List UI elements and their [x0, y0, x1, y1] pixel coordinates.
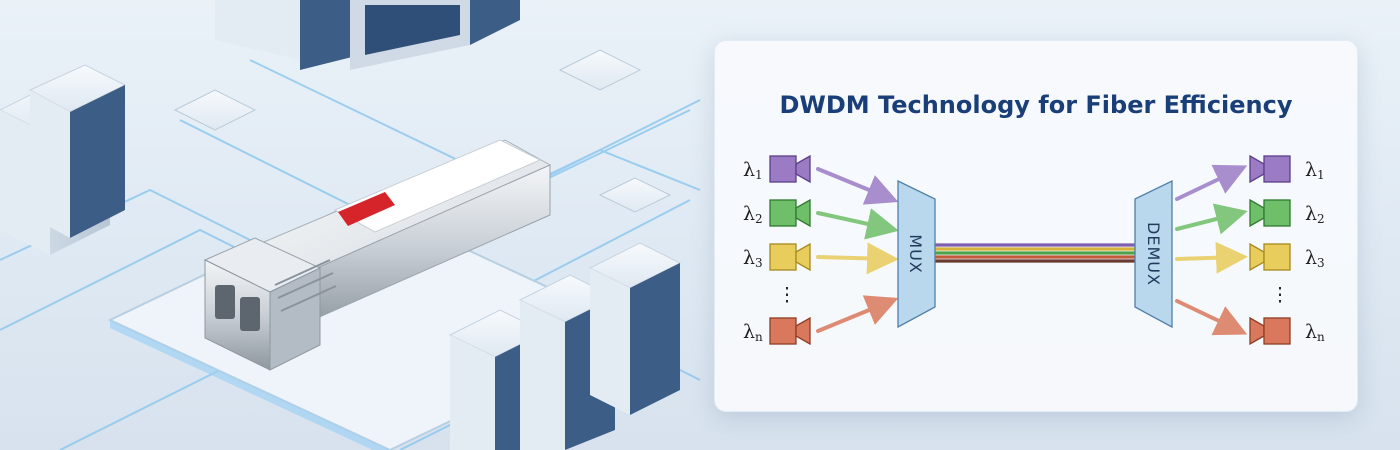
input-laser-3 [769, 242, 811, 272]
output-ellipsis: ⋮ [1271, 284, 1290, 306]
fiber-bundle [935, 243, 1135, 263]
demux-block: DEMUX [1134, 179, 1173, 329]
dwdm-diagram-panel: DWDM Technology for Fiber Efficiency MUX… [714, 40, 1358, 412]
output-detector-3 [1249, 242, 1291, 272]
input-lasers [769, 154, 811, 346]
diagram-title: DWDM Technology for Fiber Efficiency [779, 91, 1293, 119]
input-ellipsis: ⋮ [778, 284, 797, 306]
network-nodes [173, 49, 672, 213]
input-wavelength-n: λn [743, 321, 763, 344]
mux-block: MUX [897, 179, 936, 329]
output-wavelength-n: λn [1305, 321, 1325, 344]
input-wavelength-3: λ3 [743, 247, 763, 270]
server-racks-top [215, 0, 520, 70]
input-arrow-n [816, 295, 899, 333]
input-arrow-3 [816, 242, 899, 275]
demux-label: DEMUX [1144, 222, 1163, 286]
output-wavelength-labels: λ1 λ2 λ3 λn [1305, 159, 1325, 344]
input-laser-2 [769, 198, 811, 228]
output-arrow-1 [1175, 164, 1248, 201]
wavelength-arrows [816, 164, 1248, 336]
input-laser-1 [769, 154, 811, 184]
output-detector-2 [1249, 198, 1291, 228]
output-arrow-n [1175, 299, 1248, 336]
output-wavelength-3: λ3 [1305, 247, 1325, 270]
output-detectors [1249, 154, 1291, 346]
server-racks-left [0, 64, 127, 255]
output-detector-n [1249, 316, 1291, 346]
sfp-transceiver-module [203, 139, 552, 371]
output-arrow-2 [1175, 203, 1248, 235]
output-wavelength-1: λ1 [1305, 159, 1325, 182]
output-arrow-3 [1175, 241, 1248, 274]
mux-label: MUX [906, 234, 925, 273]
output-detector-1 [1249, 154, 1291, 184]
input-arrow-2 [816, 208, 899, 240]
input-arrow-1 [816, 167, 899, 205]
input-laser-n [769, 316, 811, 346]
input-wavelength-labels: λ1 λ2 λ3 λn [743, 159, 763, 344]
dwdm-diagram: MUX DEMUX λ1 λ2 λ3 λn λ1 λ2 λ3 λn ⋮ ⋮ [743, 154, 1325, 346]
input-wavelength-1: λ1 [743, 159, 763, 182]
input-wavelength-2: λ2 [743, 203, 763, 226]
output-wavelength-2: λ2 [1305, 203, 1325, 226]
server-racks-bottom [448, 242, 682, 450]
